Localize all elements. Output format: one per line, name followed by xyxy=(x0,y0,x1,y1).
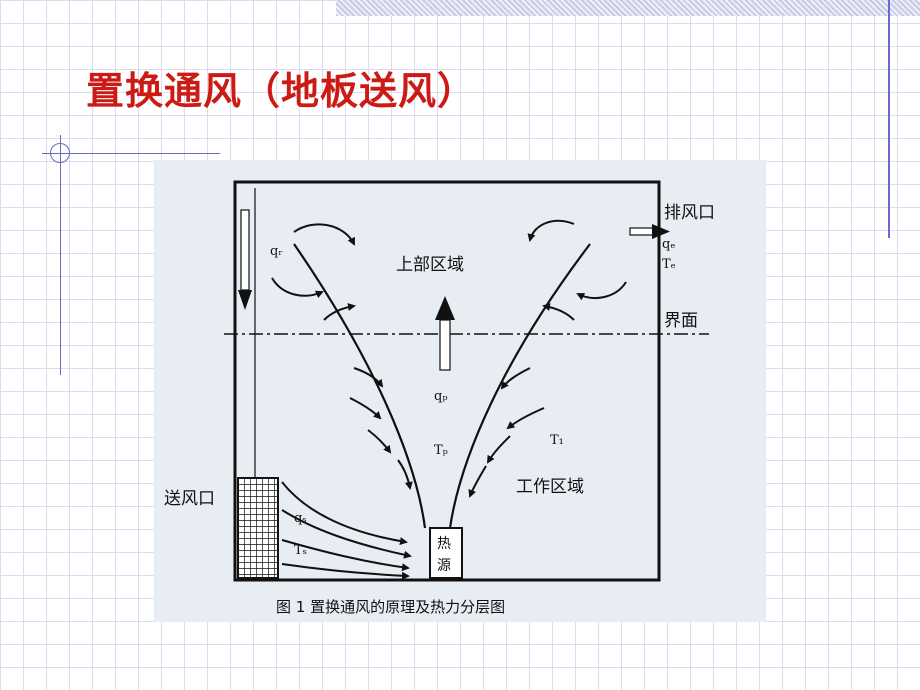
top-decorative-bar xyxy=(336,0,920,16)
qs-label: qₛ xyxy=(294,511,307,526)
flow-arrow xyxy=(397,459,413,490)
heat-source-label-line2: 源 xyxy=(437,558,451,574)
supply-flow-arrow xyxy=(281,539,410,572)
work-zone-label: 工作区域 xyxy=(516,477,584,497)
heat-source-label-line1: 热 xyxy=(437,536,451,552)
upward-arrow-shaft xyxy=(439,319,451,371)
flow-arrow xyxy=(486,435,511,464)
exhaust-arrow-shaft xyxy=(629,227,655,236)
exhaust-arrow-head xyxy=(652,224,670,239)
flow-arrow xyxy=(576,281,627,301)
tp-label: Tₚ xyxy=(434,443,448,458)
title-underline-decoration xyxy=(42,153,220,154)
slide-title: 置换通风（地板送风） xyxy=(86,68,477,113)
qe-label: qₑ xyxy=(662,237,675,252)
t1-label: T₁ xyxy=(550,433,564,448)
supply-grille xyxy=(237,477,279,579)
ts-label: Tₛ xyxy=(294,543,307,558)
supply-label: 送风口 xyxy=(164,489,215,509)
interface-label: 界面 xyxy=(664,311,698,331)
flow-arrow xyxy=(353,367,384,388)
flow-arrow xyxy=(271,277,324,299)
room-outline xyxy=(233,180,661,582)
flow-arrow xyxy=(468,465,487,498)
plume-right-boundary xyxy=(448,243,591,529)
crosshair-icon xyxy=(50,143,70,163)
flow-arrow xyxy=(500,367,531,390)
flow-arrow xyxy=(527,219,575,242)
plume-left-boundary xyxy=(293,243,427,529)
flow-arrow xyxy=(506,407,545,430)
flow-arrow xyxy=(542,303,575,321)
te-label: Tₑ xyxy=(662,257,676,272)
left-decorative-line xyxy=(60,135,61,375)
downward-arrow-head xyxy=(238,290,252,310)
supply-flow-arrow xyxy=(281,563,410,580)
flow-arrow xyxy=(349,397,382,420)
qr-label: qᵣ xyxy=(270,244,283,259)
downward-arrow-shaft xyxy=(240,209,250,291)
flow-arrow xyxy=(293,223,355,246)
supply-flow-arrow xyxy=(281,481,408,545)
exhaust-label: 排风口 xyxy=(664,203,715,223)
upper-zone-label: 上部区域 xyxy=(396,255,464,275)
flow-arrow xyxy=(323,303,356,321)
heat-source-box xyxy=(429,527,463,579)
qp-label: qₚ xyxy=(434,389,448,404)
flow-arrow xyxy=(367,429,392,454)
supply-flow-arrow xyxy=(281,509,412,559)
right-decorative-line xyxy=(888,0,890,238)
displacement-ventilation-diagram: 排风口 qₑ Tₑ 界面 上部区域 qᵣ qₚ Tₚ T₁ 工作区域 送风口 q… xyxy=(154,160,766,622)
upward-arrow-head xyxy=(435,296,455,320)
figure-caption: 图 1 置换通风的原理及热力分层图 xyxy=(276,598,505,616)
